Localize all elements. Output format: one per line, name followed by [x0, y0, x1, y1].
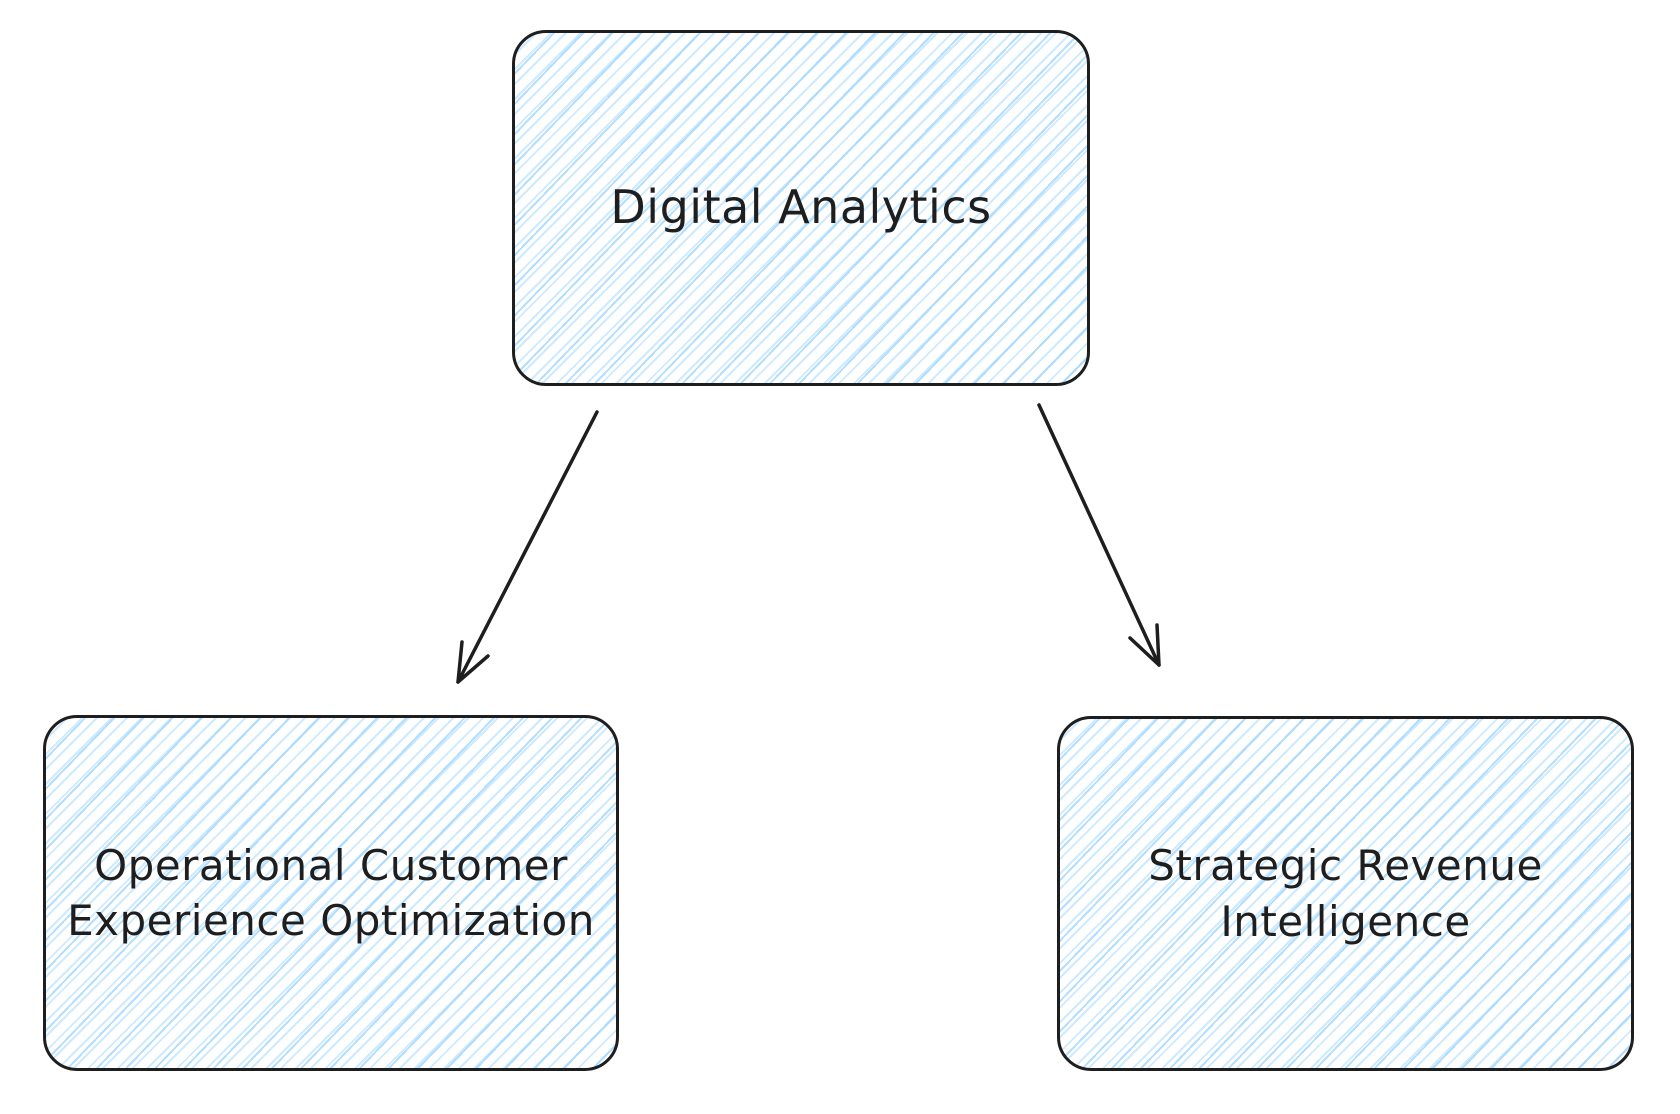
node-right-label-line-2: Intelligence	[1220, 896, 1471, 946]
node-left-label: Operational Customer Experience Optimiza…	[47, 838, 615, 949]
arrow-root-to-left	[456, 410, 599, 684]
arrow-shaft	[1037, 403, 1161, 667]
arrow-shaft	[456, 410, 599, 684]
node-digital-analytics-label: Digital Analytics	[610, 180, 992, 235]
node-right-label-line-1: Strategic Revenue	[1148, 841, 1543, 891]
node-operational-customer-experience-optimization: Operational Customer Experience Optimiza…	[43, 715, 619, 1071]
node-left-label-line-2: Experience Optimization	[67, 896, 595, 945]
node-strategic-revenue-intelligence: Strategic Revenue Intelligence	[1057, 716, 1634, 1071]
arrowhead-icon	[456, 640, 490, 684]
arrowhead-icon	[1128, 623, 1161, 667]
node-digital-analytics: Digital Analytics	[512, 30, 1090, 386]
arrow-root-to-right	[1037, 403, 1161, 667]
node-left-label-line-1: Operational Customer	[94, 840, 568, 890]
node-right-label: Strategic Revenue Intelligence	[1128, 838, 1563, 949]
